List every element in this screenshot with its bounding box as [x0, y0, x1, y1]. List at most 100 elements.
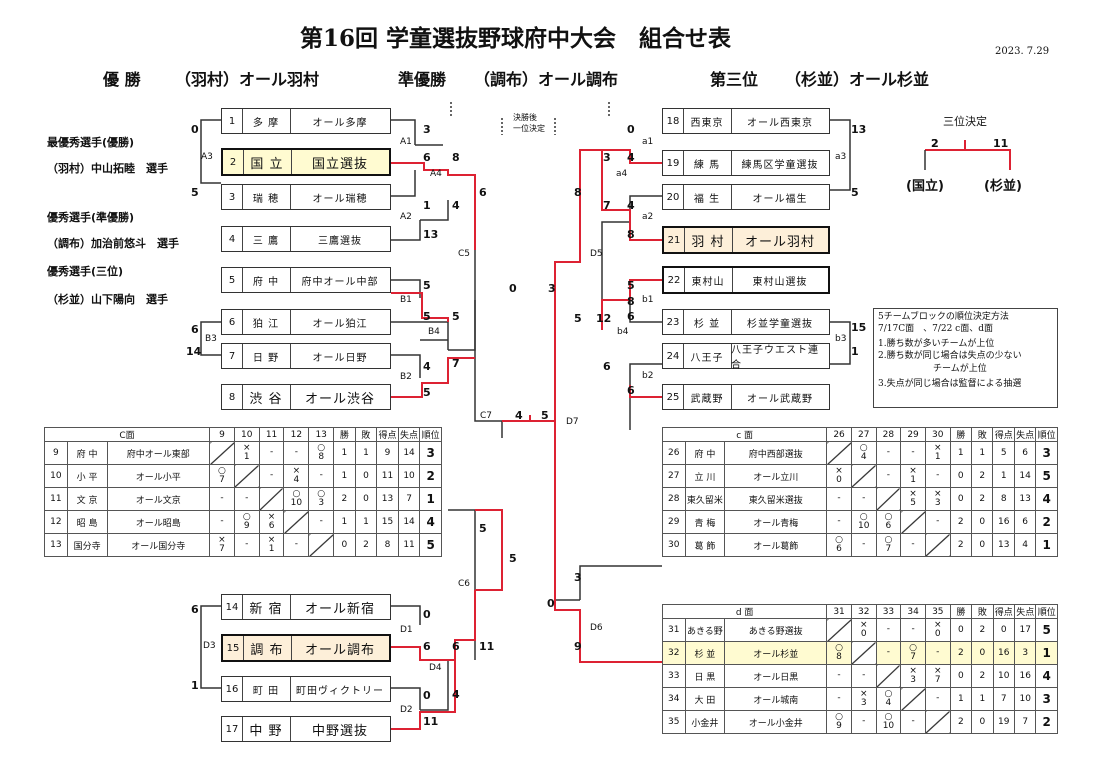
result-cell: ×0	[826, 464, 852, 488]
stat-cell: 0	[971, 533, 994, 557]
score: 1	[851, 345, 859, 358]
runner-up-team: （調布）オール調布	[474, 70, 619, 89]
result-mark: -	[862, 493, 866, 504]
stat-head: 順位	[1035, 604, 1058, 619]
row-no: 10	[44, 464, 68, 488]
result-mark: ○	[835, 711, 843, 722]
note-dates: 7/17C面 、7/22 c面、d面	[878, 324, 993, 335]
stat-cell: 1	[333, 441, 356, 465]
stat-cell: 1	[333, 464, 356, 488]
stat-cell: 5	[419, 533, 442, 557]
team-abbr: 渋 谷	[242, 385, 291, 409]
score: 8	[627, 228, 635, 241]
team-no: 7	[222, 344, 243, 368]
row-abbr: 小金井	[684, 710, 726, 734]
row-name: 府中オール東部	[106, 441, 211, 465]
score: 5	[627, 279, 635, 292]
row-name: オール国分寺	[106, 533, 211, 557]
stat-cell: 14	[397, 441, 421, 465]
match-label: a4	[616, 169, 628, 179]
stat-cell: 6	[1013, 510, 1037, 534]
result-score: 8	[836, 652, 842, 662]
score: 6	[452, 640, 460, 653]
stat-cell: 0	[333, 533, 356, 557]
score: 2	[931, 137, 939, 150]
score: 8	[574, 186, 582, 199]
col-head: 27	[850, 427, 877, 442]
result-cell: ×0	[850, 618, 877, 642]
team-name: オール渋谷	[304, 391, 375, 407]
result-mark: -	[294, 447, 298, 458]
team-no: 24	[663, 344, 684, 368]
award-title-third: 優秀選手(三位)	[47, 265, 124, 278]
match-label: b1	[642, 295, 654, 305]
result-score: 6	[836, 544, 842, 554]
result-cell: -	[875, 618, 902, 642]
result-cell: -	[826, 687, 852, 711]
row-no: 13	[44, 533, 68, 557]
col-head: 31	[826, 604, 852, 619]
third-place-left-score: 2	[931, 137, 939, 150]
result-mark: ○	[859, 511, 868, 522]
result-mark: -	[837, 670, 841, 681]
result-cell: -	[924, 641, 951, 665]
row-name: オール小平	[106, 464, 211, 488]
result-cell: -	[875, 641, 902, 665]
col-head: 29	[900, 427, 926, 442]
stat-cell: 3	[1035, 441, 1058, 465]
team-abbr: 福 生	[683, 185, 732, 209]
match-label: A2	[400, 212, 412, 222]
result-cell: ○6	[875, 510, 902, 534]
result-score: 9	[836, 721, 842, 731]
match-label: b2	[642, 371, 654, 381]
row-abbr: 昭 島	[66, 510, 108, 534]
stat-cell: 1	[1035, 533, 1058, 557]
result-mark: ○	[835, 534, 843, 545]
score: 4	[452, 199, 460, 212]
result-mark: -	[269, 447, 274, 458]
result-mark: ×	[934, 619, 942, 630]
team-name: 町田ヴィクトリー	[296, 685, 384, 697]
score: 6	[479, 186, 487, 199]
match-label: D3	[203, 641, 216, 651]
result-mark: -	[886, 470, 890, 481]
result-cell: -	[900, 533, 926, 557]
result-score: 7	[910, 652, 916, 662]
result-mark: -	[837, 516, 841, 527]
score: 5	[452, 310, 460, 323]
match-label: D1	[400, 625, 413, 635]
result-mark: -	[886, 447, 890, 458]
stat-cell: 3	[1013, 641, 1037, 665]
result-cell: ×7	[209, 533, 235, 557]
team-name: 練馬区学童選抜	[741, 159, 819, 171]
result-mark: -	[936, 516, 940, 527]
match-label: A3	[201, 152, 213, 162]
score: 12	[596, 312, 612, 325]
result-mark: ×	[909, 465, 917, 476]
result-mark: -	[862, 539, 866, 550]
diag-cell	[875, 487, 902, 511]
result-cell: ×3	[924, 487, 951, 511]
third-place-right-score: 11	[993, 137, 1009, 150]
result-mark: -	[911, 539, 915, 550]
row-name: オール杉並	[724, 641, 828, 665]
stat-cell: 2	[949, 641, 973, 665]
stat-cell: 16	[1013, 664, 1037, 688]
stat-head: 勝	[333, 427, 356, 442]
stat-cell: 0	[949, 487, 973, 511]
stat-head: 敗	[971, 427, 994, 442]
result-mark: ○	[884, 688, 893, 699]
result-mark: -	[936, 693, 940, 704]
result-cell: -	[308, 464, 335, 488]
third-team: （杉並）オール杉並	[785, 70, 930, 89]
match-label: b4	[617, 327, 629, 337]
stat-cell: 11	[397, 533, 421, 557]
row-abbr: 府 中	[684, 441, 726, 465]
